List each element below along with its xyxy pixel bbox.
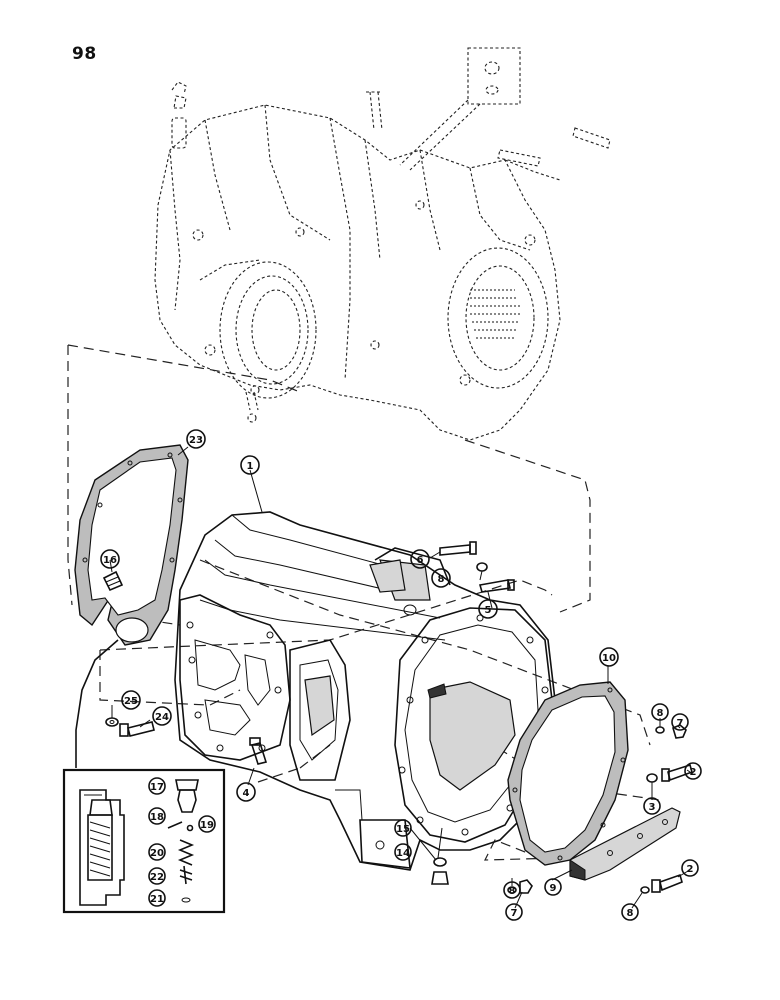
callout-17: 17: [148, 777, 166, 795]
callout-8c-label: 8: [509, 886, 516, 897]
page-number: 98: [72, 44, 97, 64]
callout-7a-label: 7: [677, 718, 684, 729]
callout-20-label: 20: [150, 848, 164, 859]
callout-4-label: 4: [243, 788, 250, 799]
callout-24-label: 24: [155, 712, 169, 723]
callout-8d-label: 8: [627, 908, 634, 919]
callout-21-label: 21: [150, 894, 164, 905]
callout-8a: 8: [431, 568, 451, 588]
callout-19: 19: [198, 815, 216, 833]
callout-6-label: 6: [417, 555, 424, 566]
gasket-10: [507, 681, 629, 866]
callout-22: 22: [148, 867, 166, 885]
callout-7b: 7: [505, 903, 523, 921]
callout-21: 21: [148, 889, 166, 907]
callout-24: 24: [152, 706, 172, 726]
callout-7a: 7: [671, 713, 689, 731]
callout-7b-label: 7: [511, 908, 518, 919]
upper-housing-ghost: [154, 47, 611, 441]
callout-group: 23 1 16 6 8 5 25 24 10 8 7 4 2 3 17 18 1…: [100, 429, 702, 921]
callout-5: 5: [478, 599, 498, 619]
callout-16: 16: [100, 549, 120, 569]
callout-18: 18: [148, 807, 166, 825]
callout-14: 14: [394, 843, 412, 861]
relief-valve-detail: [62, 768, 226, 914]
callout-14-label: 14: [396, 848, 410, 859]
callout-15-label: 15: [396, 824, 410, 835]
callout-3-label: 3: [649, 802, 656, 813]
assembly-grouping-lines: [67, 344, 661, 861]
callout-16-label: 16: [103, 555, 117, 566]
callout-8d: 8: [621, 903, 639, 921]
callout-8a-label: 8: [438, 574, 445, 585]
callout-8b-label: 8: [657, 708, 664, 719]
callout-1-label: 1: [247, 461, 254, 472]
callout-2a-label: 2: [690, 767, 697, 778]
callout-25: 25: [121, 690, 141, 710]
clutch-housing: [174, 511, 556, 871]
callout-15: 15: [394, 819, 412, 837]
callout-23: 23: [186, 429, 206, 449]
callout-18-label: 18: [150, 812, 164, 823]
callout-25-label: 25: [124, 696, 138, 707]
callout-9: 9: [544, 878, 562, 896]
callout-1: 1: [240, 455, 260, 475]
callout-23-label: 23: [189, 435, 203, 446]
callout-6: 6: [410, 549, 430, 569]
callout-3: 3: [643, 797, 661, 815]
callout-17-label: 17: [150, 782, 164, 793]
hardware: [105, 541, 693, 894]
cover-plate-9: [569, 807, 681, 881]
callout-4: 4: [236, 782, 256, 802]
callout-10: 10: [599, 647, 619, 667]
callout-19-label: 19: [200, 820, 214, 831]
callout-9-label: 9: [550, 883, 557, 894]
callout-10-label: 10: [602, 653, 616, 664]
callout-2b: 2: [681, 859, 699, 877]
gasket-23: [74, 444, 189, 646]
callout-5-label: 5: [485, 605, 492, 616]
callout-2a: 2: [684, 762, 702, 780]
callout-22-label: 22: [150, 872, 164, 883]
callout-8b: 8: [651, 703, 669, 721]
callout-2b-label: 2: [687, 864, 694, 875]
callout-8c: 8: [503, 881, 521, 899]
callout-20: 20: [148, 843, 166, 861]
